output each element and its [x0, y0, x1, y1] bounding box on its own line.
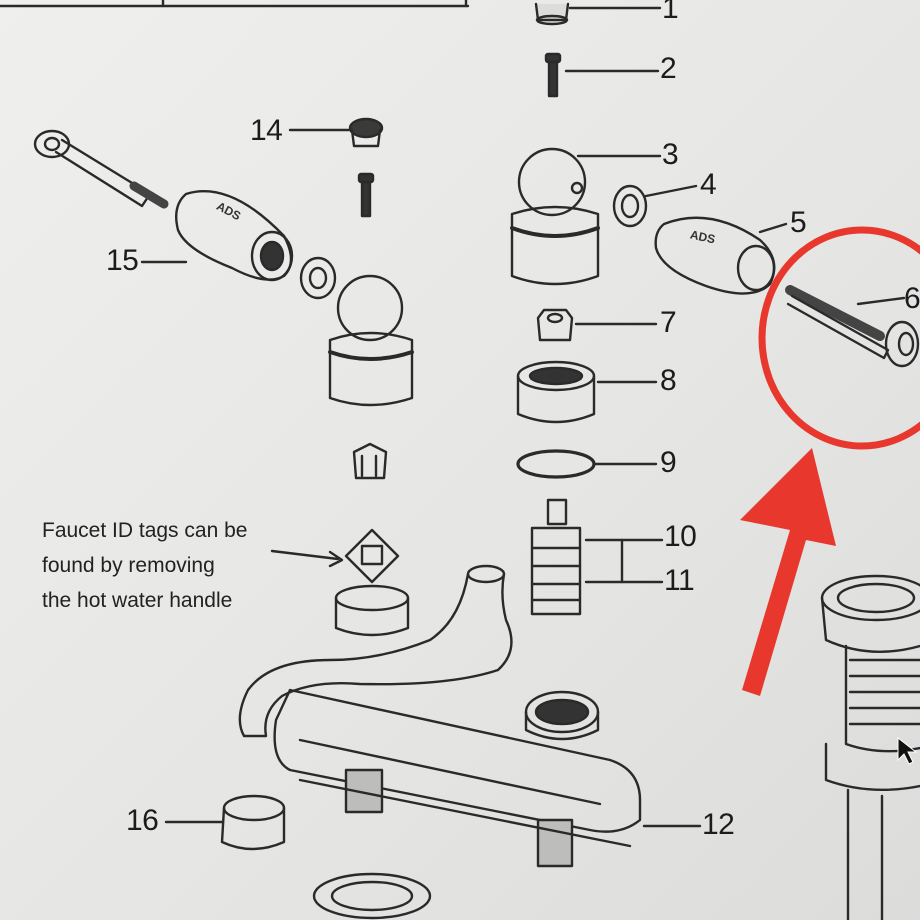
part-6-stem [785, 285, 920, 368]
note-line-1: Faucet ID tags can be [42, 519, 248, 542]
part-14-cap [288, 117, 384, 218]
callout-2: 2 [660, 52, 677, 85]
callout-3: 3 [662, 138, 679, 171]
note-line-3: the hot water handle [42, 589, 233, 612]
faucet-id-note: Faucet ID tags can be found by removing … [42, 513, 247, 618]
part-10-11-cartridge [530, 498, 664, 616]
callout-8: 8 [660, 364, 677, 397]
red-highlight-circle [758, 226, 920, 450]
part-5-handle [654, 216, 788, 295]
faucet-id-tag [270, 528, 400, 584]
callout-6: 6 [904, 282, 920, 315]
red-arrow-icon [740, 448, 836, 696]
part-1-nut [534, 2, 662, 26]
callout-11: 11 [664, 564, 695, 597]
callout-12: 12 [702, 808, 735, 841]
callout-7: 7 [660, 306, 677, 339]
part-7-nut [536, 308, 658, 342]
callout-1: 1 [662, 0, 679, 25]
callout-15: 15 [106, 244, 139, 277]
part-15-handle [33, 129, 337, 300]
part-16-aerator [164, 794, 286, 851]
table-fragment [0, 0, 470, 8]
callout-14: 14 [250, 114, 283, 147]
callout-16: 16 [126, 804, 159, 837]
part-4-washer [612, 184, 698, 228]
mouse-pointer-icon [897, 736, 918, 765]
callout-9: 9 [660, 446, 677, 479]
note-line-2: found by removing [42, 554, 215, 577]
left-cap-assembly [328, 274, 414, 480]
callout-5: 5 [790, 206, 807, 239]
part-2-screw [544, 52, 660, 98]
callout-10: 10 [664, 520, 697, 553]
faucet-body [238, 564, 702, 920]
part-9-oring [516, 449, 658, 479]
callout-4: 4 [700, 168, 717, 201]
part-8-bonnet [516, 360, 658, 424]
part-3-cap [510, 147, 662, 286]
